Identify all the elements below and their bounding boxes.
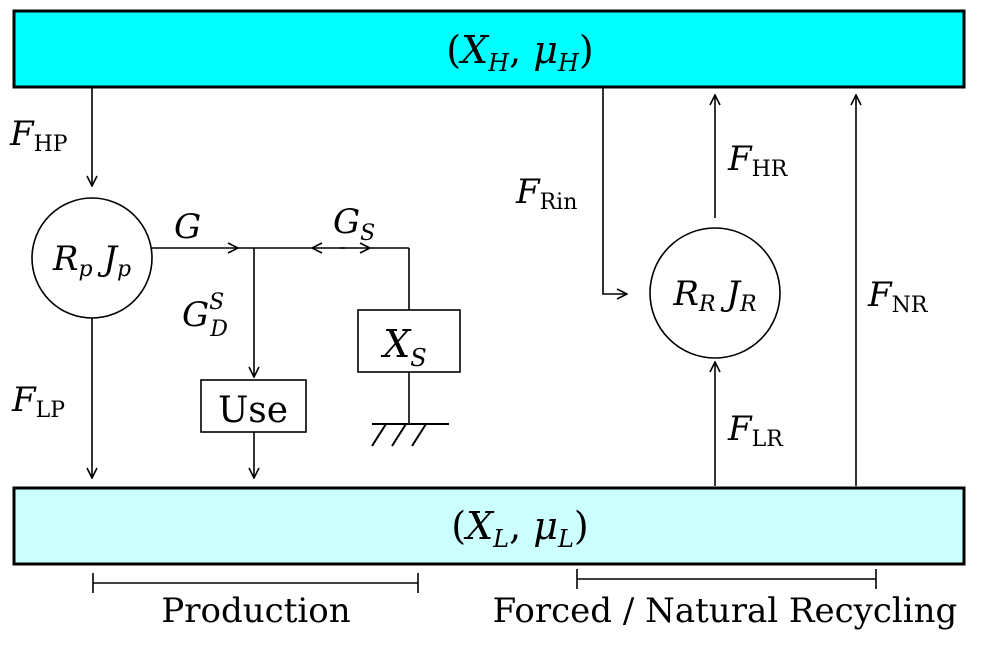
production-label: Production bbox=[161, 591, 350, 631]
use-label: Use bbox=[218, 390, 288, 431]
low-reservoir-label: (XL, μL) bbox=[451, 504, 588, 553]
ground-hatch-3 bbox=[411, 423, 427, 447]
ground-hatch-2 bbox=[391, 423, 407, 447]
high-reservoir-label: (XH, μH) bbox=[446, 28, 593, 77]
storage-box bbox=[357, 309, 461, 373]
flow-lr-label: FLR bbox=[727, 409, 784, 452]
flow-rin-arrow bbox=[602, 88, 627, 294]
low-reservoir-box bbox=[12, 486, 966, 566]
flow-gs-label: GS bbox=[333, 202, 375, 246]
flow-rin-label: FRin bbox=[515, 172, 577, 215]
flow-g-label: G bbox=[174, 207, 201, 247]
recycling-label: Forced / Natural Recycling bbox=[493, 591, 958, 631]
recycler-node bbox=[649, 227, 781, 359]
high-reservoir-box bbox=[12, 9, 966, 89]
flow-hp-label: FHP bbox=[9, 114, 68, 157]
flow-hr-label: FHR bbox=[727, 139, 789, 182]
flow-nr-label: FNR bbox=[867, 275, 929, 318]
ground-hatch-1 bbox=[371, 423, 387, 447]
flow-lp-label: FLP bbox=[11, 380, 65, 423]
use-box bbox=[200, 379, 307, 433]
